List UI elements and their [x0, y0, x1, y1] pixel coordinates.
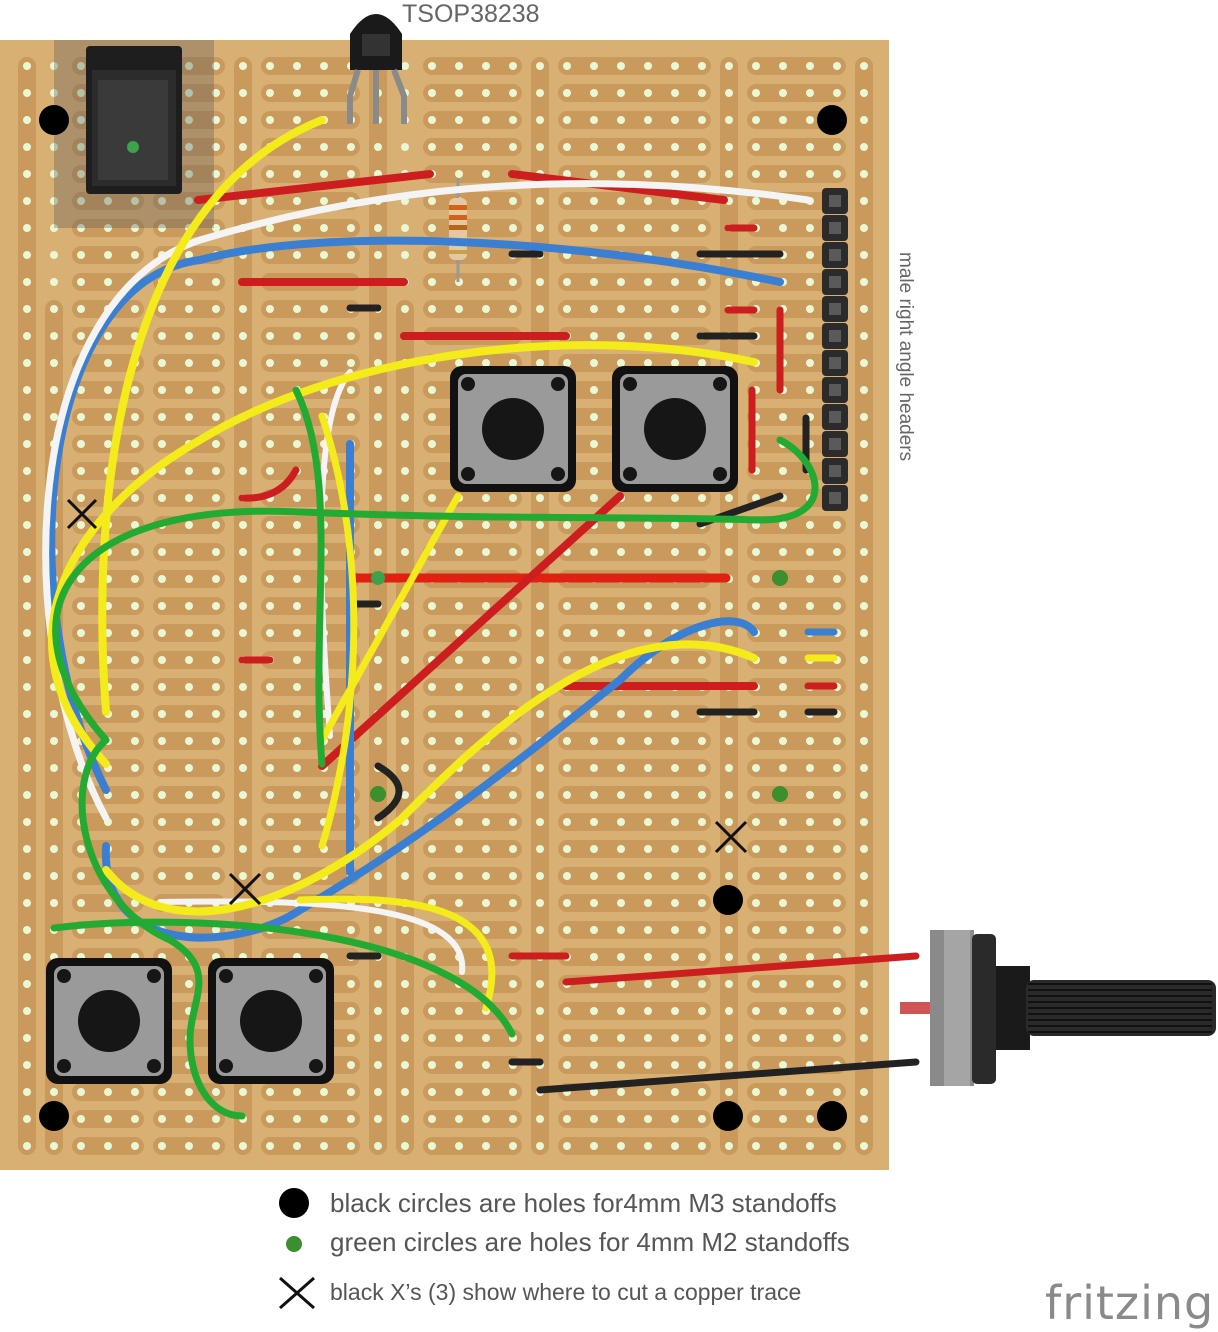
wire-black: [374, 762, 403, 822]
dc-power-jack: [54, 40, 214, 228]
wire-red: [318, 492, 624, 770]
wire-yellow: [318, 412, 358, 850]
male-right-angle-header: [822, 188, 848, 511]
wire-white: [157, 898, 466, 975]
wire-black: [536, 1058, 920, 1094]
legend-item: black circles are holes for4mm M3 stando…: [280, 1185, 837, 1221]
wire-green: [50, 918, 516, 1038]
wire-yellow: [98, 116, 326, 716]
wire-yellow: [318, 492, 462, 744]
m2-standoff-holes: [370, 570, 788, 802]
header-label: male right angle headers: [895, 252, 916, 462]
fritzing-logo: fritzing: [1045, 1276, 1215, 1330]
wire-blue: [47, 236, 784, 794]
tactile-button: [208, 958, 334, 1084]
tactile-buttons: [46, 366, 738, 1084]
m3-standoff-holes: [39, 105, 847, 1131]
legend-black-circle-icon: [279, 1188, 309, 1218]
legend-text: black X’s (3) show where to cut a copper…: [330, 1278, 802, 1305]
legend-item: black X’s (3) show where to cut a copper…: [280, 1274, 801, 1310]
trace-cut-marks: [66, 498, 748, 906]
wire-yellow: [296, 895, 496, 1012]
ir-receiver-label: TSOP38238: [402, 0, 540, 28]
tactile-button: [46, 958, 172, 1084]
wire-green: [78, 736, 246, 1120]
wire-red: [194, 170, 434, 204]
legend-item: green circles are holes for 4mm M2 stand…: [280, 1224, 850, 1260]
wire-blue: [101, 617, 758, 942]
wire-red: [238, 466, 300, 502]
potentiometer: [900, 930, 1216, 1086]
tactile-button: [612, 366, 738, 492]
wire-yellow: [48, 341, 758, 768]
wires: [42, 116, 920, 1120]
ir-receiver: [347, 14, 407, 124]
legend-text: green circles are holes for 4mm M2 stand…: [330, 1226, 850, 1257]
legend-text: black circles are holes for4mm M3 stando…: [330, 1187, 837, 1218]
wire-green: [52, 436, 819, 744]
wire-red: [562, 952, 920, 986]
tactile-button: [450, 366, 576, 492]
legend-green-circle-icon: [286, 1236, 302, 1252]
wire-yellow: [102, 640, 758, 916]
legend-black-x-icon: [279, 1276, 315, 1310]
wire-green: [292, 386, 326, 768]
